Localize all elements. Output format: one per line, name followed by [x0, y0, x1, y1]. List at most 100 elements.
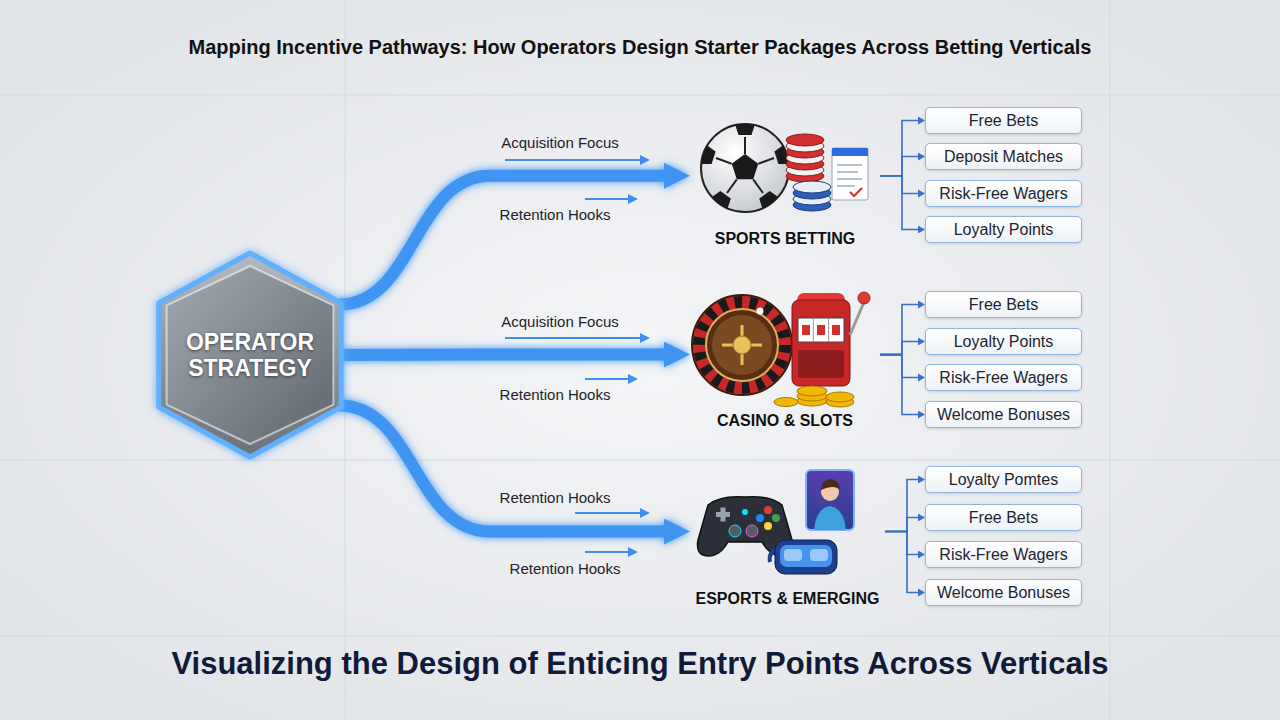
casino-illustration	[774, 398, 798, 407]
hook-arrows	[505, 337, 640, 339]
sports-illustration	[744, 137, 746, 154]
casino-illustration	[712, 315, 772, 375]
sports-illustration	[786, 134, 824, 146]
sports-illustration	[837, 165, 862, 186]
casino-illustration	[832, 325, 840, 335]
esports-illustration	[784, 549, 802, 561]
sports-illustration	[837, 178, 862, 180]
hexagon-face	[167, 266, 334, 444]
sports-illustration	[701, 124, 789, 212]
hook-arrows	[585, 551, 628, 553]
casino-illustration	[699, 302, 785, 388]
branch-connector	[880, 176, 918, 194]
branch-connector	[880, 176, 918, 230]
incentive-label: Loyalty Pomtes	[949, 471, 1058, 489]
esports-illustration	[764, 522, 772, 530]
incentive-box: Free Bets	[925, 504, 1082, 531]
esports-illustration	[764, 506, 772, 514]
strategy-label: OPERATOR STRATEGY	[175, 329, 325, 382]
esports-illustration	[729, 525, 741, 537]
sports-illustration	[695, 144, 716, 164]
incentive-box: Free Bets	[925, 291, 1082, 318]
incentive-label: Welcome Bonuses	[937, 406, 1070, 424]
casino-illustration	[699, 302, 785, 388]
casino-illustration	[692, 292, 870, 407]
branch-connector	[880, 305, 918, 355]
grid-lines	[0, 95, 1280, 96]
casino-illustration	[797, 386, 827, 396]
diagram-title: Mapping Incentive Pathways: How Operator…	[0, 36, 1280, 59]
sports-illustration	[753, 179, 763, 193]
hook-arrows	[585, 198, 628, 200]
diagram-caption: Visualizing the Design of Enticing Entry…	[0, 646, 1280, 682]
vertical-label: CASINO & SLOTS	[717, 412, 853, 430]
vertical-group: SPORTS BETTING	[690, 110, 880, 250]
incentive-label: Risk-Free Wagers	[939, 369, 1067, 387]
incentive-box: Deposit Matches	[925, 143, 1082, 170]
pathway-arrow	[339, 349, 664, 361]
esports-illustration	[772, 514, 780, 522]
sports-illustration	[837, 164, 862, 166]
pathway-label: Retention Hooks	[500, 206, 611, 223]
casino-illustration	[858, 292, 870, 304]
sports-illustration	[716, 158, 732, 164]
esports-illustration	[756, 514, 764, 522]
incentive-label: Risk-Free Wagers	[939, 546, 1067, 564]
vertical-label: ESPORTS & EMERGING	[695, 590, 879, 608]
incentive-label: Welcome Bonuses	[937, 584, 1070, 602]
sports-illustration	[793, 181, 831, 211]
hook-arrows	[575, 512, 640, 514]
esports-illustration	[721, 508, 726, 522]
esports-illustration	[806, 470, 854, 530]
esports-illustration	[814, 506, 846, 530]
edge-label: Acquisition Focus	[501, 313, 619, 330]
branch-connector	[880, 121, 918, 176]
casino-illustration	[813, 318, 828, 342]
casino-illustration	[802, 325, 810, 335]
vertical-group: CASINO & SLOTS	[690, 286, 880, 432]
edge-label: Acquisition Focus	[501, 134, 619, 151]
sports-illustration	[850, 188, 862, 196]
sports-illustration	[710, 191, 731, 211]
pathway-arrow	[339, 176, 664, 305]
sports-illustration	[837, 185, 855, 187]
branch-connector	[880, 157, 918, 176]
casino-illustration	[802, 325, 840, 335]
esports-illustration	[716, 508, 730, 522]
casino-illustration	[706, 309, 778, 381]
hook-arrows	[505, 159, 640, 161]
sports-illustration	[837, 171, 858, 173]
incentive-box: Free Bets	[925, 107, 1082, 134]
casino-illustration	[798, 350, 844, 378]
incentive-box: Loyalty Pomtes	[925, 466, 1082, 493]
casino-illustration	[774, 386, 854, 407]
sports-illustration	[716, 137, 774, 193]
pathway-arrow	[339, 405, 664, 531]
branch-connector	[880, 355, 918, 415]
casino-illustration	[757, 308, 764, 315]
strategy-hexagon: OPERATOR STRATEGY	[157, 250, 343, 460]
incentive-box: Loyalty Points	[925, 328, 1082, 355]
hexagon-frame	[159, 253, 341, 457]
branch-connector	[885, 532, 918, 555]
branch-connector	[885, 532, 918, 593]
esports-illustration	[810, 549, 828, 561]
incentive-box: Risk-Free Wagers	[925, 541, 1082, 568]
incentive-box: Risk-Free Wagers	[925, 180, 1082, 207]
hook-arrows	[585, 378, 628, 380]
casino-illustration	[792, 300, 850, 386]
casino-illustration	[692, 295, 792, 395]
branch-connector	[880, 342, 918, 355]
incentive-label: Free Bets	[969, 296, 1038, 314]
casino-illustration	[722, 325, 762, 365]
pathway-label: Retention Hooks	[500, 386, 611, 403]
incentive-box: Welcome Bonuses	[925, 579, 1082, 606]
sports-illustration	[759, 191, 780, 211]
sports-illustration	[758, 158, 774, 164]
sports-illustration	[786, 134, 824, 182]
esports-illustration	[742, 509, 748, 515]
incentive-box: Loyalty Points	[925, 216, 1082, 243]
sports-illustration	[793, 181, 831, 193]
